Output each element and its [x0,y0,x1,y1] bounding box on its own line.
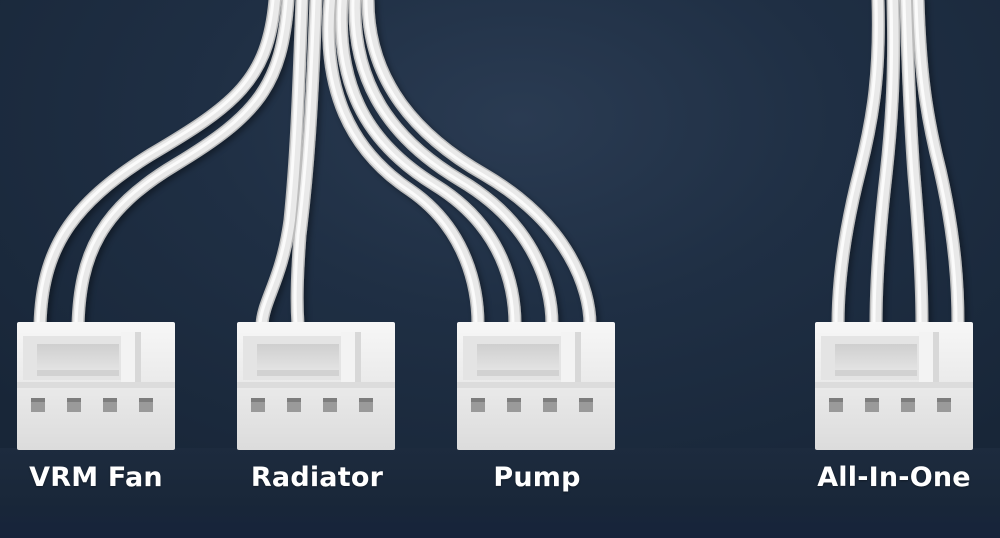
wire-highlight [74,0,288,327]
wire [292,0,321,330]
wire [871,0,899,330]
vrm-fan-connector [17,322,175,450]
floor-surface [0,448,1000,538]
all-in-one-connector [815,322,973,450]
wire-highlight [325,0,478,327]
wire-highlight [258,0,302,327]
wire [73,0,293,330]
radiator-label: Radiator [250,462,384,493]
radiator-connector [237,322,395,450]
wire [35,0,280,330]
pump-label: Pump [493,462,581,493]
wire-highlight [834,0,878,327]
wire-highlight [293,0,316,327]
all-in-one-label: All-In-One [817,462,971,493]
wire-highlight [364,0,590,327]
wire-highlight [36,0,275,327]
wire-edge [33,0,282,332]
vrm-fan-label: VRM Fan [29,462,163,493]
wire-highlight [902,0,922,327]
wire [833,0,884,330]
wire [901,0,927,330]
wire-highlight [872,0,894,327]
wire-highlight [351,0,552,327]
wire-highlight [337,0,515,327]
wire-highlight [914,0,958,327]
pump-connector [457,322,615,450]
wire [257,0,307,330]
wire [913,0,963,330]
